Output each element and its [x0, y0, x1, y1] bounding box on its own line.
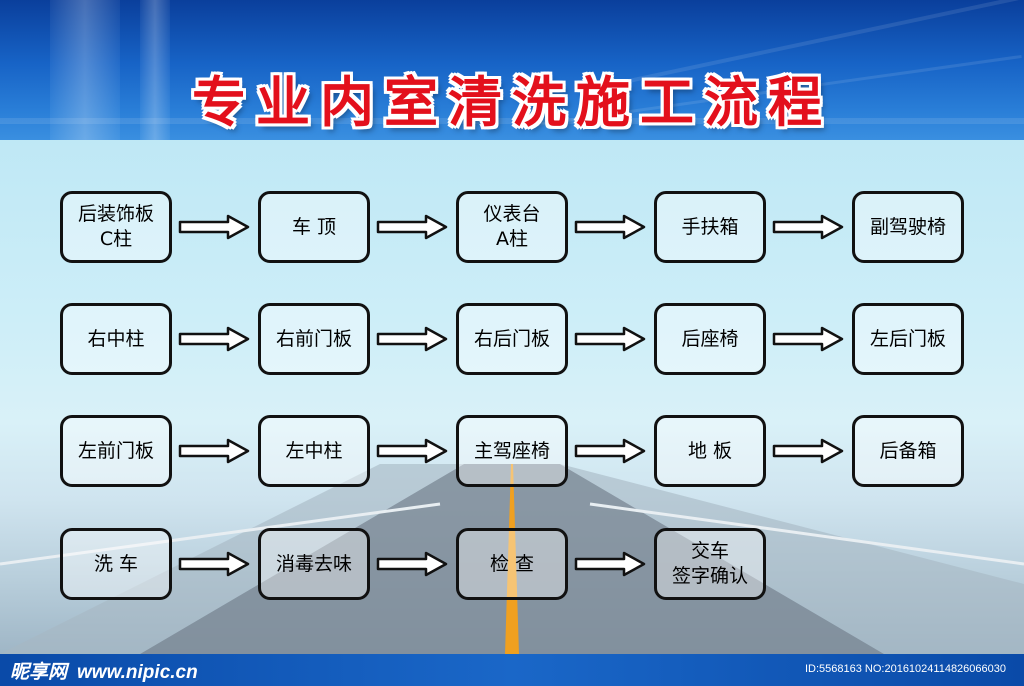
flow-arrow-icon	[574, 438, 646, 464]
flow-arrow-icon	[772, 438, 844, 464]
flow-step: 左前门板	[60, 415, 172, 487]
flow-step: 交车 签字确认	[654, 528, 766, 600]
flow-step: 后备箱	[852, 415, 964, 487]
flow-arrow-icon	[772, 326, 844, 352]
flow-step: 手扶箱	[654, 191, 766, 263]
flow-arrow-icon	[178, 438, 250, 464]
header-banner: 专业内室清洗施工流程	[0, 0, 1024, 140]
flow-arrow-icon	[376, 438, 448, 464]
flow-step: 副驾驶椅	[852, 191, 964, 263]
banner-pillar	[140, 0, 170, 140]
flow-arrow-icon	[376, 551, 448, 577]
flow-step: 后座椅	[654, 303, 766, 375]
road-background	[0, 464, 1024, 654]
flow-step: 左后门板	[852, 303, 964, 375]
banner-beam	[0, 118, 1024, 124]
flow-step: 右前门板	[258, 303, 370, 375]
flow-step: 洗 车	[60, 528, 172, 600]
flow-arrow-icon	[376, 214, 448, 240]
banner-pillar	[50, 0, 120, 140]
flow-step: 左中柱	[258, 415, 370, 487]
flow-step: 仪表台 A柱	[456, 191, 568, 263]
flow-step: 地 板	[654, 415, 766, 487]
flow-step: 主驾座椅	[456, 415, 568, 487]
flow-arrow-icon	[376, 326, 448, 352]
page-title: 专业内室清洗施工流程	[192, 71, 832, 134]
flow-arrow-icon	[178, 214, 250, 240]
flow-arrow-icon	[574, 551, 646, 577]
flow-arrow-icon	[574, 214, 646, 240]
flow-step: 消毒去味	[258, 528, 370, 600]
flow-step: 右中柱	[60, 303, 172, 375]
flow-arrow-icon	[772, 214, 844, 240]
flow-step: 后装饰板 C柱	[60, 191, 172, 263]
image-id-text: ID:5568163 NO:20161024114826066030	[804, 663, 1006, 675]
flow-arrow-icon	[178, 551, 250, 577]
flow-arrow-icon	[574, 326, 646, 352]
flow-step: 检 查	[456, 528, 568, 600]
flow-arrow-icon	[178, 326, 250, 352]
flow-step: 右后门板	[456, 303, 568, 375]
flow-step: 车 顶	[258, 191, 370, 263]
